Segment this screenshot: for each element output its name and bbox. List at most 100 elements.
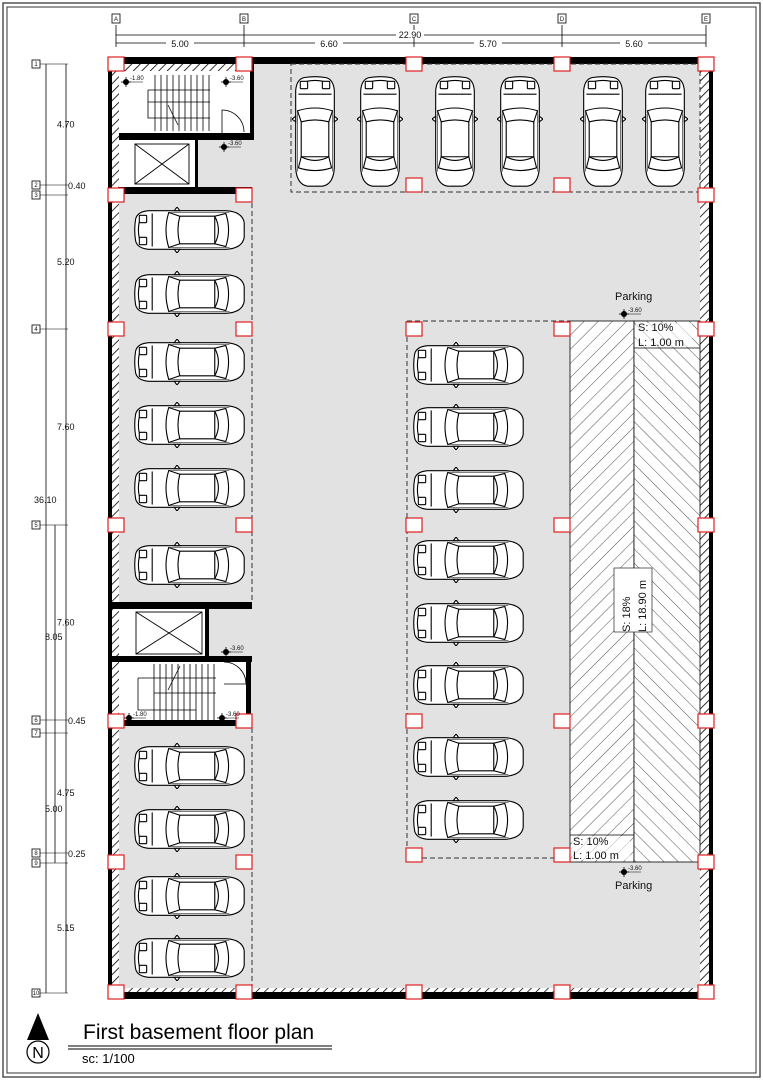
plan-title: First basement floor plan xyxy=(83,1021,314,1044)
grid-label: C xyxy=(412,17,417,23)
left-dimensions xyxy=(45,64,67,993)
column xyxy=(553,847,571,863)
stair-core-top xyxy=(119,64,254,194)
ramp: S: 10% L: 1.00 m S: 10% L: 1.00 m S: 18%… xyxy=(569,291,701,892)
car xyxy=(413,404,524,450)
ramp-bottom-slope: S: 10% xyxy=(573,836,609,848)
elevator-bottom xyxy=(135,611,203,655)
column xyxy=(235,56,253,72)
ramp-top-length: L: 1.00 m xyxy=(638,337,684,349)
column xyxy=(697,854,715,870)
dimension-total: 22.90 xyxy=(399,30,422,40)
dimension-segment: 5.70 xyxy=(479,39,497,49)
dimension-total: 36.10 xyxy=(34,495,57,505)
car xyxy=(413,600,524,646)
level-marker: -1.80 xyxy=(124,712,147,723)
grid-bubble-B xyxy=(239,13,249,24)
dimension-segment: 7.60 xyxy=(57,422,75,432)
column xyxy=(553,984,571,1000)
door-top xyxy=(221,109,245,133)
column xyxy=(107,56,125,72)
column xyxy=(553,713,571,729)
grid-label: A xyxy=(114,17,118,23)
grid-bubble-10 xyxy=(31,988,41,998)
stairs-top xyxy=(147,75,210,131)
column xyxy=(405,517,423,533)
grid-bubble-8 xyxy=(31,848,41,858)
car xyxy=(134,339,245,385)
column xyxy=(697,713,715,729)
column xyxy=(405,847,423,863)
dimension-segment: 5.20 xyxy=(57,257,75,267)
grid-label: 10 xyxy=(33,991,40,997)
car xyxy=(413,467,524,513)
stairs-bottom xyxy=(137,664,216,720)
car xyxy=(580,76,626,187)
door-bottom xyxy=(223,661,247,685)
column xyxy=(235,187,253,203)
grid-label: 3 xyxy=(34,193,38,199)
level-marker: -3.60 xyxy=(619,866,642,877)
column xyxy=(697,517,715,533)
grid-label: 2 xyxy=(34,183,38,189)
grid-label: 6 xyxy=(34,718,38,724)
car xyxy=(357,76,403,187)
grid-bubble-D xyxy=(557,13,567,24)
column xyxy=(235,321,253,337)
dimension-segment: 0.45 xyxy=(68,716,86,726)
grid-bubble-9 xyxy=(31,858,41,868)
car xyxy=(134,806,245,852)
dimension-segment: 7.60 xyxy=(57,618,75,628)
dimension-segment: 0.25 xyxy=(68,849,86,859)
dimension-middle: 8.05 xyxy=(45,632,63,642)
column xyxy=(553,517,571,533)
ramp-bottom-length: L: 1.00 m xyxy=(573,850,619,862)
grid-bubble-5 xyxy=(31,520,41,530)
level-value: -1.80 xyxy=(130,76,144,82)
car xyxy=(413,537,524,583)
level-marker: -3.60 xyxy=(619,308,642,319)
column xyxy=(405,984,423,1000)
level-markers: -1.80-3.60-3.60-3.60-1.80-3.60-3.60-3.60 xyxy=(121,76,642,877)
grid-bubble-2 xyxy=(31,180,41,190)
dimension-segment: 4.70 xyxy=(57,120,75,130)
grid-label: 5 xyxy=(34,523,38,529)
grid-bubble-1 xyxy=(31,59,41,69)
car xyxy=(292,76,338,187)
level-marker: -3.60 xyxy=(219,141,242,152)
car xyxy=(134,207,245,253)
car xyxy=(413,342,524,388)
stair-core-bottom xyxy=(112,602,252,726)
level-marker: -3.60 xyxy=(221,76,244,87)
level-marker: -1.80 xyxy=(121,76,144,87)
level-value: -3.60 xyxy=(628,308,642,314)
dimension-segment: 4.75 xyxy=(57,788,75,798)
ramp-top-slope: S: 10% xyxy=(638,322,674,334)
grid-label: 1 xyxy=(34,62,38,68)
column xyxy=(405,56,423,72)
column xyxy=(553,56,571,72)
car xyxy=(413,734,524,780)
car xyxy=(497,76,543,187)
car xyxy=(413,797,524,843)
level-value: -3.60 xyxy=(628,866,642,872)
north-arrow: N xyxy=(26,1013,50,1064)
column xyxy=(107,854,125,870)
level-value: -3.60 xyxy=(226,712,240,718)
grid-label: B xyxy=(242,17,246,23)
parking-label-bottom: Parking xyxy=(615,880,652,892)
dimension-segment: 5.00 xyxy=(171,39,189,49)
grid-label: 9 xyxy=(34,861,38,867)
column xyxy=(553,177,571,193)
car xyxy=(134,873,245,919)
column xyxy=(405,321,423,337)
grid-bubble-A xyxy=(111,13,121,24)
column xyxy=(697,187,715,203)
parking-label-top: Parking xyxy=(615,291,652,303)
dimension-segment: 6.60 xyxy=(320,39,338,49)
car xyxy=(134,271,245,317)
grid-bubble-7 xyxy=(31,728,41,738)
level-marker: -3.60 xyxy=(217,712,240,723)
